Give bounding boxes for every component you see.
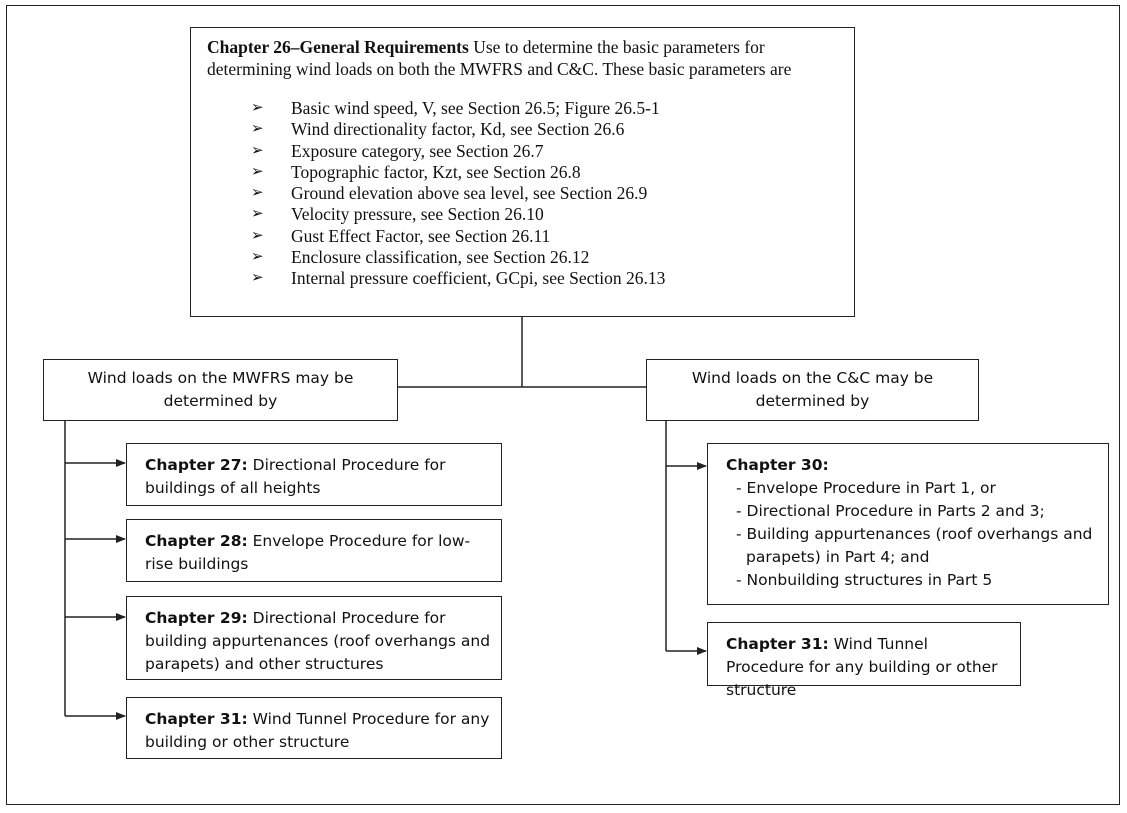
arrow-bullet-icon: ➢ xyxy=(251,227,264,244)
arrow-bullet-icon: ➢ xyxy=(251,121,264,138)
list-item: ➢Gust Effect Factor, see Section 26.11 xyxy=(251,225,551,246)
list-item: ➢Basic wind speed, V, see Section 26.5; … xyxy=(251,98,660,118)
parameter-list: ➢Basic wind speed, V, see Section 26.5; … xyxy=(251,98,665,290)
cc-heading-box: Wind loads on the C&C may be determined … xyxy=(646,359,979,421)
arrow-bullet-icon: ➢ xyxy=(251,270,264,287)
arrow-bullet-icon: ➢ xyxy=(251,100,264,116)
arrow-bullet-icon: ➢ xyxy=(251,142,264,159)
arrow-bullet-icon: ➢ xyxy=(251,185,264,202)
mwfrs-heading-box: Wind loads on the MWFRS may be determine… xyxy=(43,359,398,421)
list-item: ➢Velocity pressure, see Section 26.10 xyxy=(251,204,544,225)
list-item: ➢Wind directionality factor, Kd, see Sec… xyxy=(251,119,625,140)
list-item: - Directional Procedure in Parts 2 and 3… xyxy=(736,502,1045,520)
figure-frame xyxy=(6,5,1120,805)
chapter-30-box: Chapter 30: - Envelope Procedure in Part… xyxy=(707,443,1109,605)
intro-paragraph: Chapter 26–General Requirements Use to d… xyxy=(207,36,838,80)
arrow-bullet-icon: ➢ xyxy=(251,163,264,180)
chapter-27-box: Chapter 27: Directional Procedure for bu… xyxy=(126,443,502,506)
intro-text: Use to determine the basic parameters fo… xyxy=(207,37,792,79)
list-item: ➢Ground elevation above sea level, see S… xyxy=(251,183,648,204)
list-item: parapets) in Part 4; and xyxy=(746,548,930,566)
list-item: ➢Enclosure classification, see Section 2… xyxy=(251,247,590,268)
chapter-26-title: Chapter 26–General Requirements xyxy=(207,37,469,57)
list-item: - Envelope Procedure in Part 1, or xyxy=(736,479,996,497)
chapter-30-label: Chapter 30: xyxy=(726,456,829,474)
list-item: ➢Topographic factor, Kzt, see Section 26… xyxy=(251,161,581,182)
chapter-31-left-box: Chapter 31: Wind Tunnel Procedure for an… xyxy=(126,697,502,759)
list-item: - Nonbuilding structures in Part 5 xyxy=(736,571,993,589)
chapter-31-right-box: Chapter 31: Wind Tunnel Procedure for an… xyxy=(707,622,1021,699)
arrow-bullet-icon: ➢ xyxy=(251,249,264,266)
arrow-bullet-icon: ➢ xyxy=(251,206,264,223)
list-item: ➢Exposure category, see Section 26.7 xyxy=(251,140,544,161)
chapter-28-box: Chapter 28: Envelope Procedure for low-r… xyxy=(126,519,502,582)
list-item: - Building appurtenances (roof overhangs… xyxy=(736,525,1093,543)
list-item: ➢Internal pressure coefficient, GCpi, se… xyxy=(251,268,666,289)
general-requirements-box: Chapter 26–General Requirements Use to d… xyxy=(190,27,855,317)
chapter-29-box: Chapter 29: Directional Procedure for bu… xyxy=(126,596,502,680)
